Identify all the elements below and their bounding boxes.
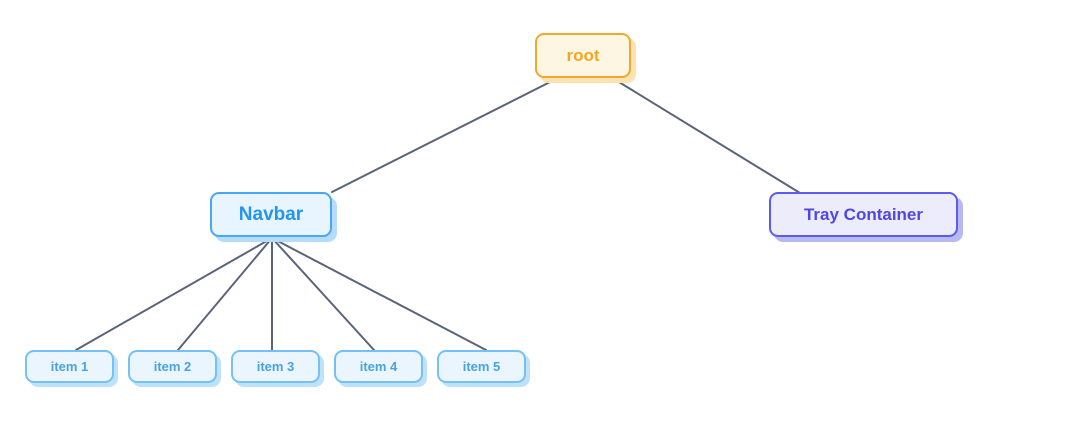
node-item-2-label: item 2 <box>153 359 192 374</box>
node-navbar-label: Navbar <box>238 204 304 225</box>
edge-root-to-tray-container <box>613 78 801 194</box>
node-item-2[interactable]: item 2 <box>128 350 217 383</box>
edge-navbar-to-item-2 <box>177 237 273 351</box>
node-item-4-label: item 4 <box>359 359 398 374</box>
node-item-1-label: item 1 <box>50 359 89 374</box>
edge-navbar-to-item-4 <box>271 237 375 351</box>
node-item-3-label: item 3 <box>256 359 295 374</box>
node-root-label: root <box>566 46 600 65</box>
node-item-5[interactable]: item 5 <box>437 350 526 383</box>
node-item-4[interactable]: item 4 <box>334 350 423 383</box>
node-tray-container-label: Tray Container <box>803 205 924 224</box>
node-item-1[interactable]: item 1 <box>25 350 114 383</box>
node-root[interactable]: root <box>535 33 631 78</box>
edge-navbar-to-item-1 <box>75 237 273 351</box>
edge-navbar-to-item-5 <box>271 237 487 351</box>
node-item-5-label: item 5 <box>462 359 501 374</box>
node-tray-container[interactable]: Tray Container <box>769 192 958 237</box>
edge-root-to-navbar <box>331 78 557 193</box>
node-navbar[interactable]: Navbar <box>210 192 332 237</box>
node-item-3[interactable]: item 3 <box>231 350 320 383</box>
